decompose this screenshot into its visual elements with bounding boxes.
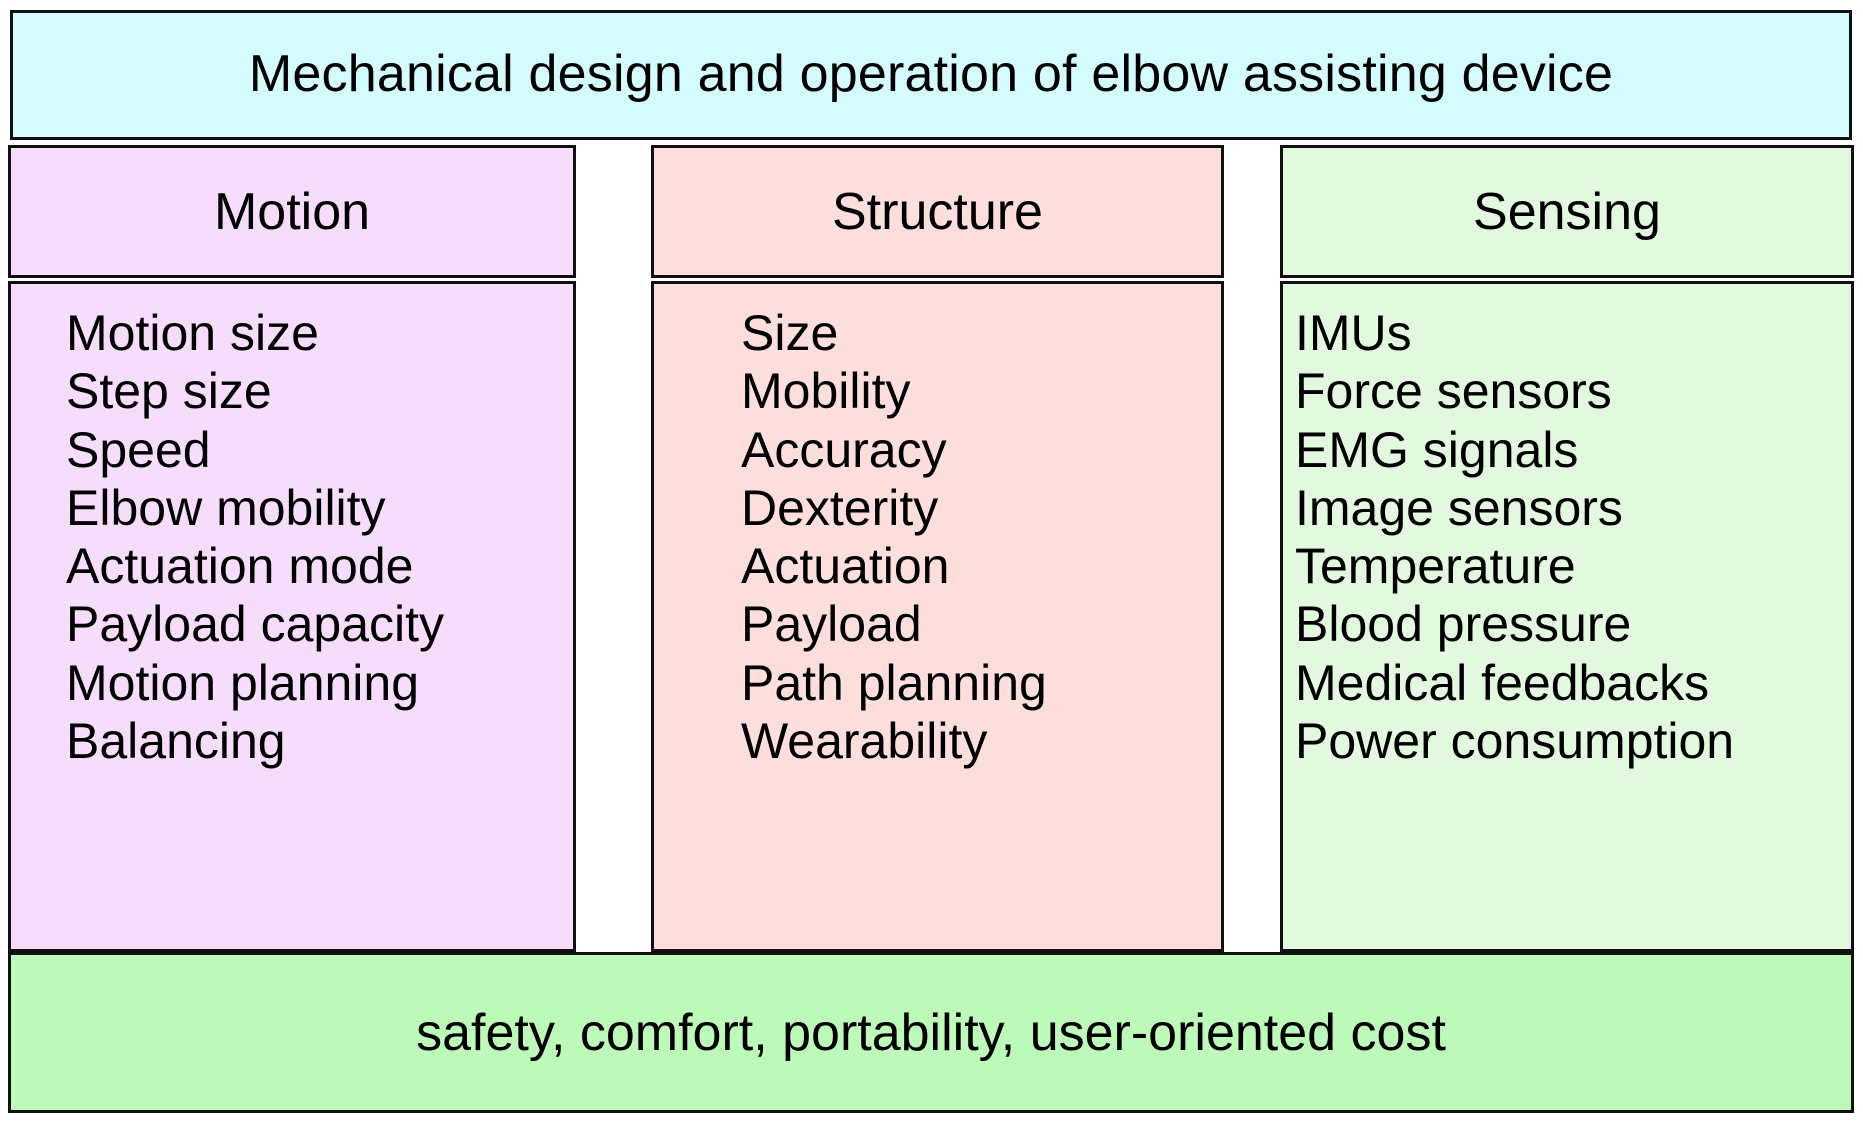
column-motion-body: Motion size Step size Speed Elbow mobili…: [8, 281, 576, 952]
list-item: Actuation: [741, 538, 950, 594]
list-item: Actuation mode: [66, 538, 414, 594]
list-item: Medical feedbacks: [1295, 654, 1710, 711]
list-item: Motion planning: [66, 654, 420, 711]
list-item: Speed: [66, 421, 211, 478]
list-item: Motion size: [66, 305, 319, 361]
diagram-title-box: Mechanical design and operation of elbow…: [10, 10, 1852, 140]
column-motion-header: Motion: [8, 145, 576, 278]
list-item: IMUs: [1295, 305, 1412, 361]
list-item: Path planning: [741, 654, 1047, 711]
list-item: Dexterity: [741, 479, 939, 536]
column-structure-header-label: Structure: [832, 182, 1043, 241]
column-sensing-header: Sensing: [1280, 145, 1854, 278]
column-motion: Motion Motion size Step size Speed Elbow…: [8, 145, 576, 952]
column-motion-item-list: Motion size Step size Speed Elbow mobili…: [11, 304, 573, 770]
diagram-footer-box: safety, comfort, portability, user-orien…: [8, 952, 1854, 1113]
list-item: EMG signals: [1295, 421, 1579, 478]
list-item: Accuracy: [741, 421, 947, 478]
list-item: Temperature: [1295, 538, 1576, 594]
diagram-footer-text: safety, comfort, portability, user-orien…: [416, 1003, 1446, 1062]
column-motion-header-label: Motion: [213, 182, 371, 241]
list-item: Image sensors: [1295, 479, 1623, 536]
column-sensing-header-label: Sensing: [1473, 182, 1661, 241]
column-structure-body: Size Mobility Accuracy Dexterity Actuati…: [651, 281, 1224, 952]
list-item: Force sensors: [1295, 363, 1612, 420]
column-sensing: Sensing IMUs Force sensors EMG signals I…: [1280, 145, 1854, 952]
list-item: Payload capacity: [66, 596, 445, 653]
list-item: Size: [741, 305, 839, 361]
list-item: Elbow mobility: [66, 479, 386, 536]
column-structure: Structure Size Mobility Accuracy Dexteri…: [651, 145, 1224, 952]
list-item: Step size: [66, 363, 272, 420]
diagram-title-text: Mechanical design and operation of elbow…: [248, 45, 1614, 104]
list-item: Blood pressure: [1295, 596, 1632, 653]
list-item: Payload: [741, 596, 922, 653]
list-item: Mobility: [741, 363, 911, 420]
column-structure-header: Structure: [651, 145, 1224, 278]
list-item: Wearability: [741, 712, 988, 769]
list-item: Power consumption: [1295, 712, 1735, 769]
column-sensing-item-list: IMUs Force sensors EMG signals Image sen…: [1283, 304, 1851, 770]
list-item: Balancing: [66, 712, 286, 769]
column-structure-item-list: Size Mobility Accuracy Dexterity Actuati…: [654, 304, 1221, 770]
column-sensing-body: IMUs Force sensors EMG signals Image sen…: [1280, 281, 1854, 952]
